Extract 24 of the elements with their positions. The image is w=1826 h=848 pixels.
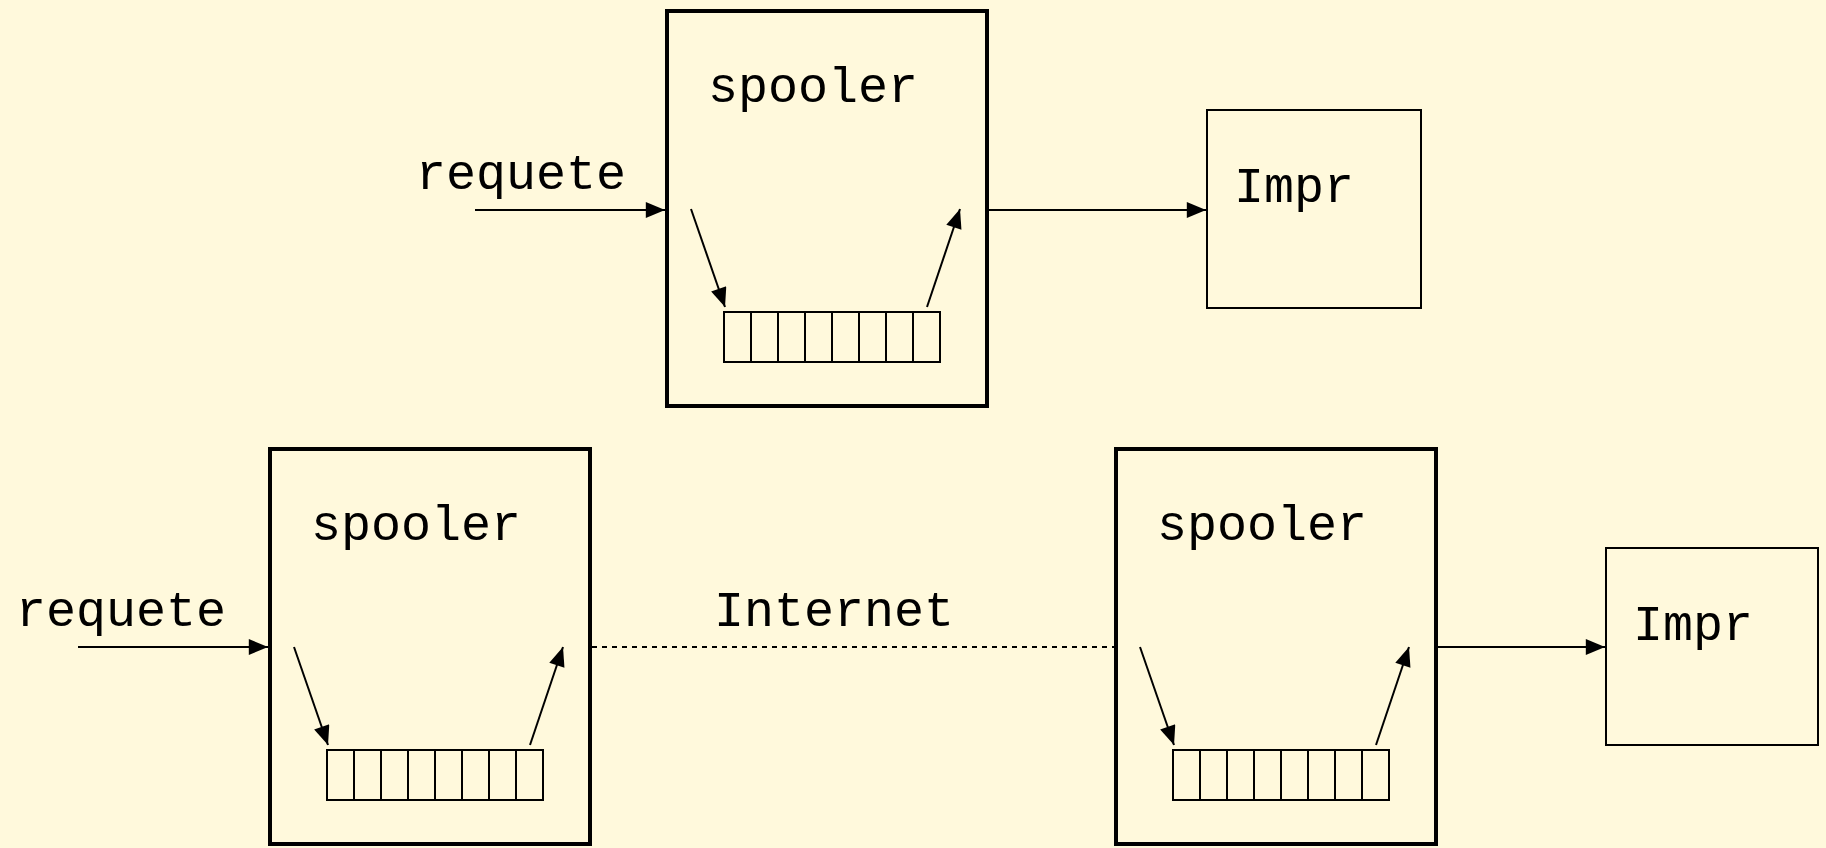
arrow [1437, 639, 1606, 655]
queue-bar [723, 311, 941, 363]
arrow [690, 208, 727, 308]
node-label: Impr [1633, 601, 1754, 653]
spooler-box [268, 447, 592, 846]
arrow [474, 202, 666, 218]
spooler-box [1114, 447, 1438, 846]
node-label: Impr [1234, 163, 1355, 215]
arrow [77, 639, 269, 655]
queue-bar [326, 749, 544, 801]
spooler-box [665, 9, 989, 408]
arrow [293, 646, 330, 746]
arrow [926, 208, 962, 308]
printer-box [1206, 109, 1422, 309]
printer-box [1605, 547, 1819, 746]
node-label: spooler [1157, 501, 1368, 553]
queue-bar [1172, 749, 1390, 801]
arrow [1375, 646, 1411, 746]
arrow [529, 646, 565, 746]
node-label: spooler [311, 501, 522, 553]
arrow [1139, 646, 1176, 746]
dotted-line [591, 646, 1115, 648]
node-label: spooler [708, 63, 919, 115]
arrow [988, 202, 1207, 218]
